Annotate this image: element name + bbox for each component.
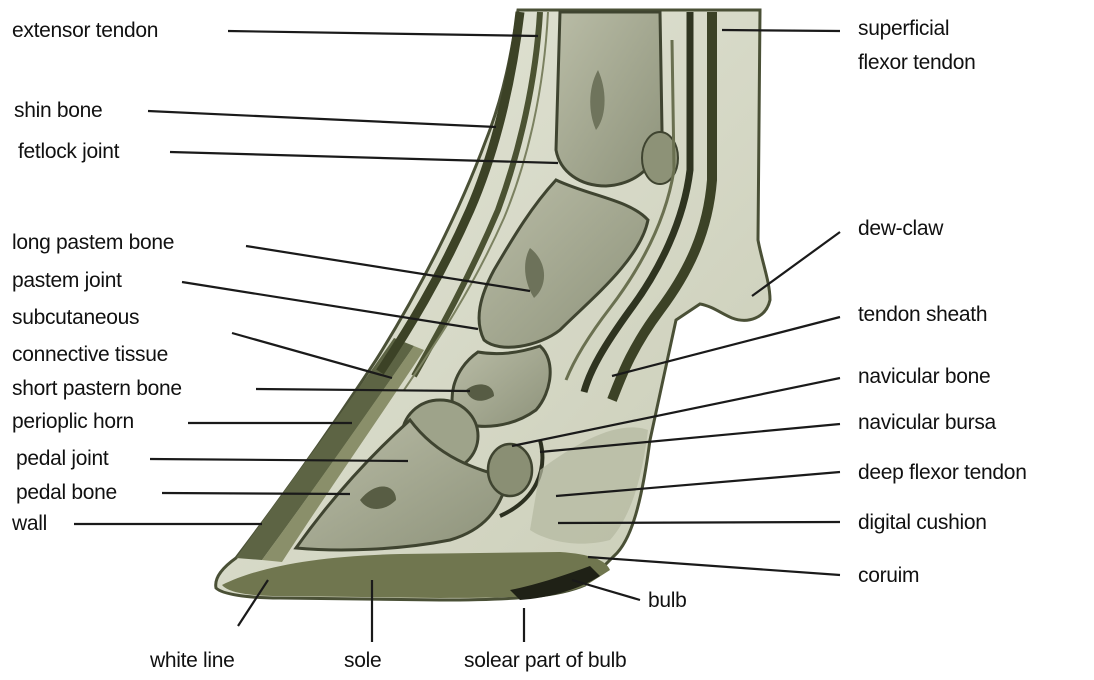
label-superficial: superficial [858, 16, 949, 42]
label-fetlock-joint: fetlock joint [18, 139, 119, 165]
label-solear-part-of-bulb: solear part of bulb [464, 648, 626, 674]
label-subcutaneous: subcutaneous [12, 305, 139, 331]
label-navicular-bone: navicular bone [858, 364, 990, 390]
label-tendon-sheath: tendon sheath [858, 302, 987, 328]
label-bulb: bulb [648, 588, 687, 614]
label-deep-flexor-tendon: deep flexor tendon [858, 460, 1027, 486]
navicular-bone [488, 444, 532, 496]
label-sole: sole [344, 648, 381, 674]
label-pedal-bone: pedal bone [16, 480, 117, 506]
label-shin-bone: shin bone [14, 98, 102, 124]
label-navicular-bursa: navicular bursa [858, 410, 996, 436]
label-connective-tissue: connective tissue [12, 342, 168, 368]
label-pedal-joint: pedal joint [16, 446, 108, 472]
label-pastern-joint: pastem joint [12, 268, 122, 294]
label-long-pastern-bone: long pastem bone [12, 230, 174, 256]
label-digital-cushion: digital cushion [858, 510, 987, 536]
label-extensor-tendon: extensor tendon [12, 18, 158, 44]
label-short-pastern-bone: short pastern bone [12, 376, 182, 402]
label-dew-claw: dew-claw [858, 216, 943, 242]
label-flexor-tendon: flexor tendon [858, 50, 976, 76]
label-perioplic-horn: perioplic horn [12, 409, 134, 435]
label-wall: wall [12, 511, 47, 537]
label-white-line: white line [150, 648, 235, 674]
label-coruim: coruim [858, 563, 919, 589]
